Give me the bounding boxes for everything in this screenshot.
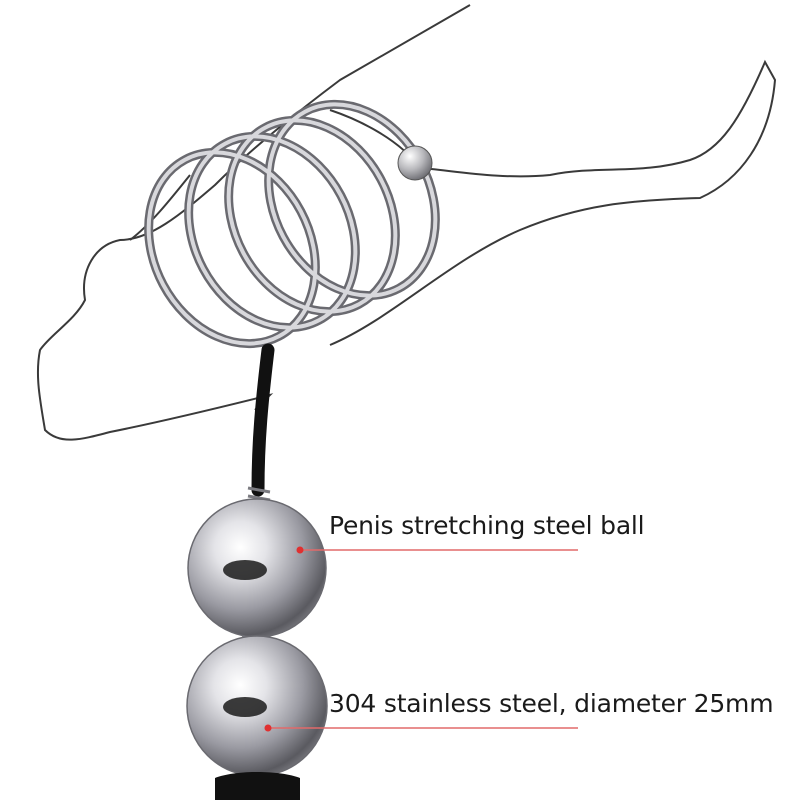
coil-end-ball [397, 145, 433, 181]
callout-label-material: 304 stainless steel, diameter 25mm [329, 689, 774, 718]
callout-label-ball: Penis stretching steel ball [329, 511, 645, 540]
coil-ring [144, 99, 440, 349]
leader-dot [296, 546, 304, 554]
outline-drawing [36, 4, 777, 441]
leader-dot [264, 724, 272, 732]
black-cord [251, 343, 275, 497]
